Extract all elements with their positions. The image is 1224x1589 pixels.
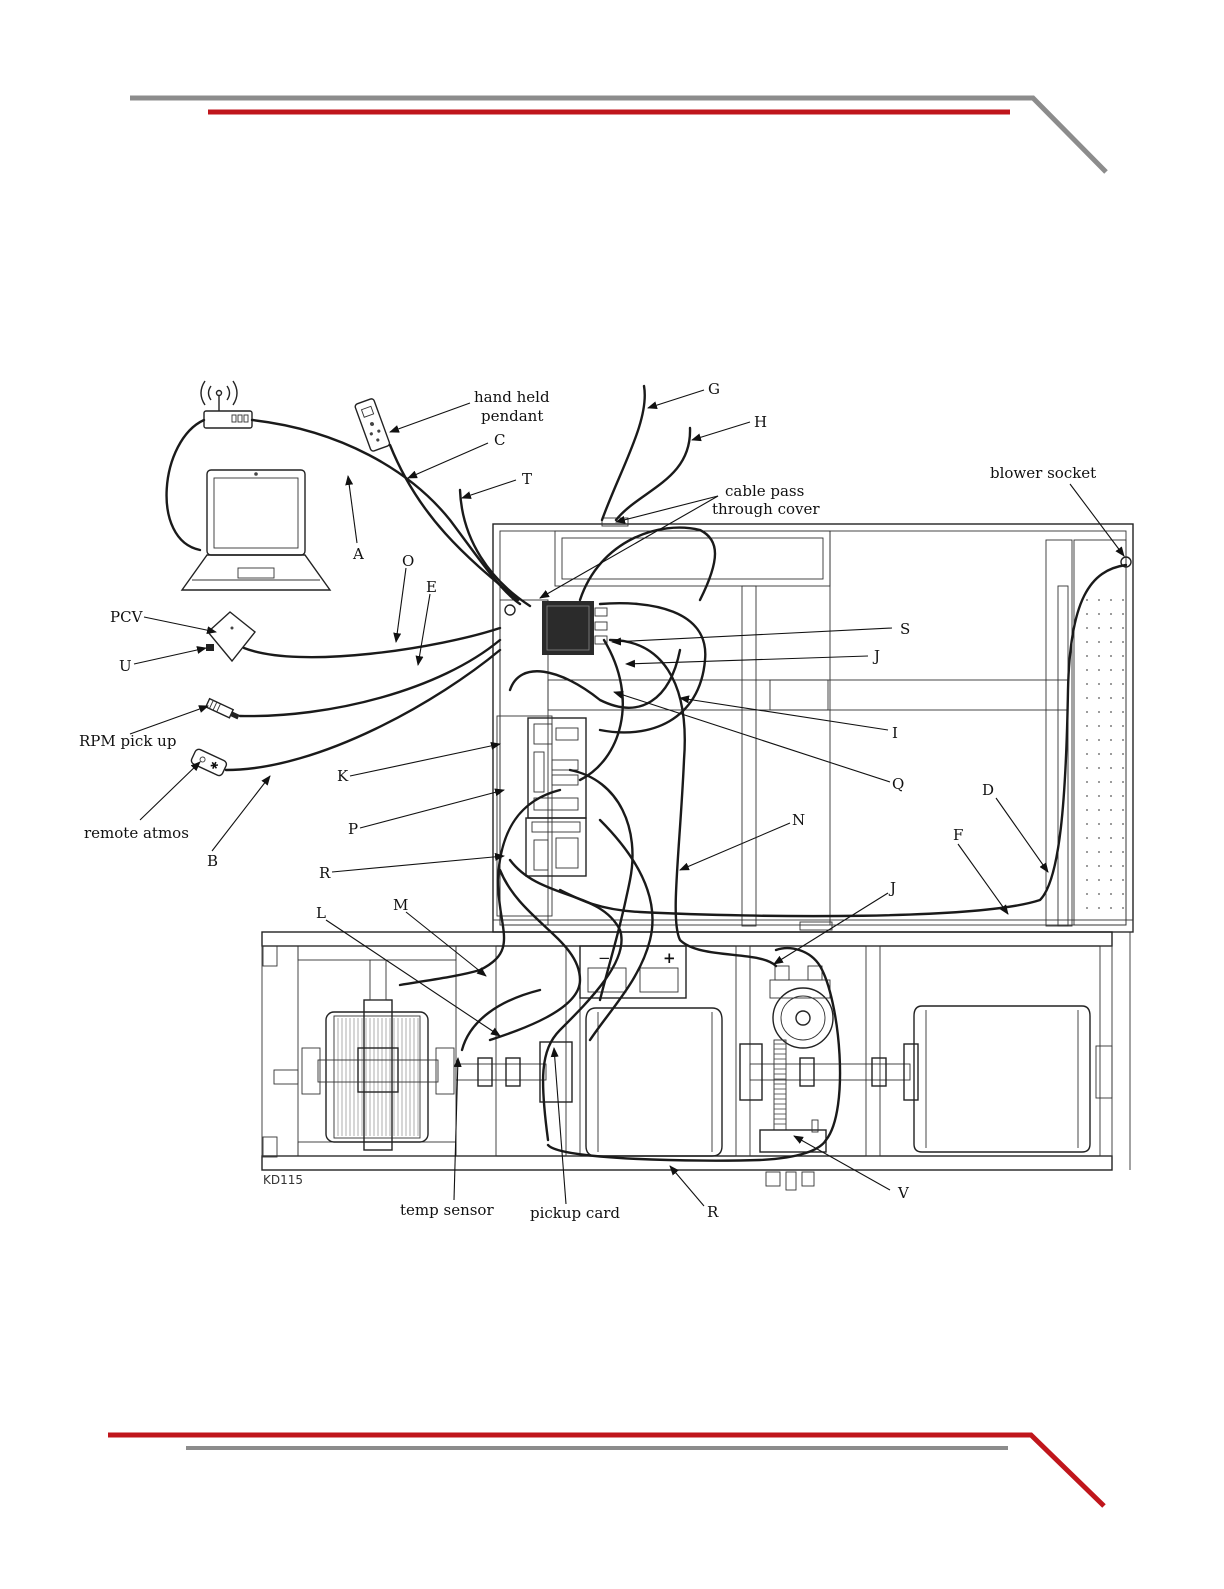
label-hand-held-1: hand held: [474, 388, 550, 406]
label-blower-socket: blower socket: [990, 464, 1096, 482]
laptop-icon: [182, 470, 330, 590]
label-R-bottom: R: [707, 1203, 719, 1221]
control-board: [526, 718, 586, 876]
label-B: B: [207, 852, 218, 870]
roller-front: [586, 1008, 722, 1156]
label-J-bottom: J: [888, 879, 896, 897]
blower-pulley: [770, 966, 833, 1130]
label-R-left: R: [319, 864, 331, 882]
footer-red-rule: [108, 1435, 1104, 1506]
label-C: C: [494, 431, 505, 449]
control-box-top: [542, 601, 607, 655]
label-G: G: [708, 380, 720, 398]
perforated-panel: [1086, 599, 1124, 909]
upper-cabinet: [493, 524, 1133, 932]
label-K: K: [337, 767, 349, 785]
label-T: T: [522, 470, 532, 488]
label-cable-pass-1: cable pass: [725, 482, 804, 500]
label-temp-sensor: temp sensor: [400, 1201, 494, 1219]
label-M: M: [393, 896, 408, 914]
header-decoration: [130, 98, 1106, 172]
cables: [167, 386, 1126, 1161]
label-L: L: [316, 904, 326, 922]
remote-atmos-icon: ✱: [190, 748, 228, 777]
label-S: S: [900, 620, 910, 638]
label-O: O: [402, 552, 414, 570]
battery-plus: +: [663, 949, 676, 967]
diagram-code: KD115: [263, 1173, 303, 1187]
label-remote-atmos: remote atmos: [84, 824, 189, 842]
label-D: D: [982, 781, 994, 799]
label-pickup-card: pickup card: [530, 1204, 620, 1222]
label-F: F: [953, 826, 963, 844]
labels: hand held pendant C T G H cable pass thr…: [79, 380, 1096, 1222]
drive-shaft-right: [740, 1044, 918, 1100]
wireless-router-icon: [201, 381, 252, 428]
label-U: U: [119, 657, 132, 675]
roller-rear: [914, 1006, 1112, 1152]
label-A: A: [352, 545, 364, 563]
hand-held-pendant-icon: [354, 398, 390, 452]
label-J-top: J: [872, 647, 880, 665]
label-hand-held-2: pendant: [481, 407, 543, 425]
label-Q: Q: [892, 775, 904, 793]
rpm-pickup-icon: [206, 699, 241, 722]
label-V: V: [897, 1184, 910, 1202]
label-N: N: [792, 811, 805, 829]
label-I: I: [892, 724, 898, 742]
label-pcv: PCV: [110, 608, 144, 626]
label-E: E: [426, 578, 437, 596]
pcv-module-icon: [206, 612, 255, 661]
header-gray-rule: [130, 98, 1106, 172]
label-H: H: [754, 413, 767, 431]
brake-rotor: [302, 960, 454, 1150]
label-rpm-pick-up: RPM pick up: [79, 732, 176, 750]
v-bracket: [760, 1120, 826, 1190]
footer-decoration: [108, 1435, 1104, 1506]
label-P: P: [348, 820, 358, 838]
label-cable-pass-2: through cover: [712, 500, 820, 518]
